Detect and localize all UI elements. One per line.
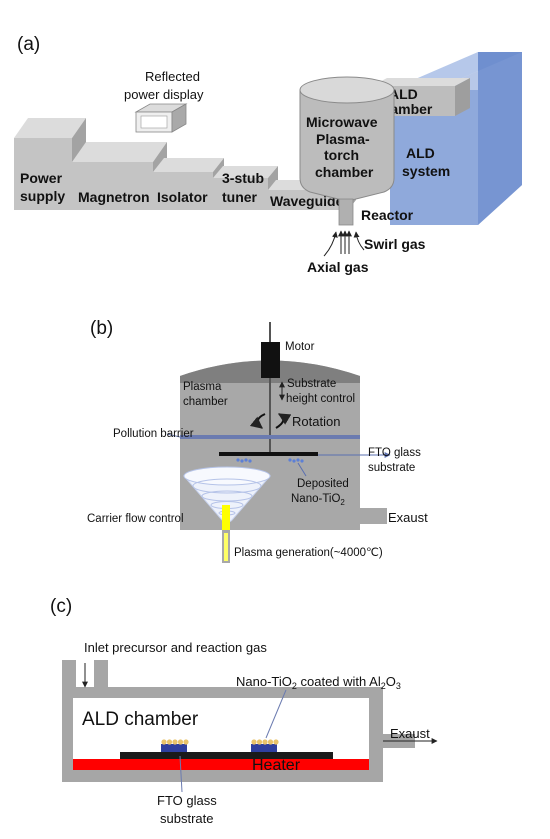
plasma-funnel — [183, 466, 271, 523]
ald-system-label-1: ALD — [406, 145, 435, 161]
panel-c-label: (c) — [50, 596, 72, 617]
power-supply-label-2: supply — [20, 188, 65, 204]
plasma-chamber-label-2: chamber — [183, 396, 228, 408]
swirl-gas-label: Swirl gas — [364, 236, 426, 252]
coated-tio2-left — [161, 739, 189, 752]
reactor-label: Reactor — [361, 207, 414, 223]
pollution-barrier — [180, 435, 360, 439]
exhaust-c-label: Exaust — [390, 726, 430, 741]
reflected-display-label-2: power display — [124, 87, 204, 102]
fto-c-label-2: substrate — [160, 811, 213, 826]
reflected-display-label-1: Reflected — [145, 69, 200, 84]
panel-a-label: (a) — [17, 34, 40, 55]
ald-system-box: ALD system — [390, 52, 522, 225]
substrate-holder — [219, 452, 318, 456]
coated-tio2-right — [251, 739, 279, 752]
plasma-torch-label-3: torch — [324, 147, 359, 163]
isolator-label: Isolator — [157, 189, 208, 205]
plasma-torch-label-4: chamber — [315, 164, 374, 180]
plasma-torch-label-1: Microwave — [306, 114, 378, 130]
plasma-torch-label-2: Plasma- — [316, 131, 370, 147]
axial-gas-label: Axial gas — [307, 259, 369, 275]
panel-c: (c) Inlet precursor and reaction gas ALD… — [50, 596, 438, 826]
heater-label: Heater — [252, 757, 301, 774]
plasma-flame — [222, 505, 230, 532]
height-control-label-2: height control — [286, 393, 355, 405]
deposited-leader — [297, 462, 307, 477]
coated-leader — [265, 689, 287, 739]
height-control-label-1: Substrate — [287, 378, 336, 390]
ald-chamber-c-label: ALD chamber — [82, 709, 199, 730]
waveguide-label: Waveguide — [270, 193, 344, 209]
ald-chamber-walls — [62, 660, 415, 782]
fto-c-leader — [179, 755, 183, 793]
fto-c-label-1: FTO glass — [157, 793, 217, 808]
coated-label: Nano-TiO2 coated with Al2O3 — [236, 674, 401, 691]
pollution-barrier-leader — [166, 433, 181, 438]
plasma-chamber-label-1: Plasma — [183, 381, 222, 393]
exhaust-pipe — [360, 508, 387, 524]
magnetron-box: Magnetron — [72, 142, 167, 210]
carrier-flow-label: Carrier flow control — [87, 513, 184, 525]
motor-label: Motor — [285, 341, 315, 353]
fto-label-1: FTO glass — [368, 447, 421, 459]
panel-b-label: (b) — [90, 318, 113, 339]
deposited-label-1: Deposited — [297, 478, 349, 490]
fto-label-2: substrate — [368, 462, 415, 474]
pollution-barrier-label: Pollution barrier — [113, 428, 194, 440]
panel-b: (b) Motor Substrate height control Plasm… — [87, 318, 428, 563]
ald-chamber-label-1: ALD — [389, 86, 418, 102]
rotation-arrows — [249, 413, 292, 429]
reflected-power-display: Reflected power display — [124, 69, 204, 133]
reactor-nozzle — [338, 198, 354, 226]
tuner-label-2: tuner — [222, 189, 258, 205]
tuner-label-1: 3-stub — [222, 170, 264, 186]
plasma-flame-core — [224, 533, 228, 561]
substrate-c — [120, 752, 333, 759]
deposited-label-2: Nano-TiO2 — [291, 493, 345, 507]
exhaust-b-label: Exaust — [388, 510, 428, 525]
ald-system-label-2: system — [402, 163, 450, 179]
deposited-particles — [236, 458, 304, 463]
heater — [73, 759, 369, 770]
panel-a: (a) ALD system ALD chamber Reflected pow… — [14, 34, 522, 275]
tuner-box: 3-stub tuner — [213, 166, 278, 210]
magnetron-label: Magnetron — [78, 189, 150, 205]
power-supply-label-1: Power — [20, 170, 63, 186]
motor — [261, 342, 280, 378]
gas-inlet-arrows — [323, 230, 365, 257]
plasma-torch-chamber: Microwave Plasma- torch chamber — [299, 76, 395, 201]
rotation-label: Rotation — [292, 414, 340, 429]
plasma-generation-label: Plasma generation(~4000℃) — [234, 547, 383, 559]
inlet-label: Inlet precursor and reaction gas — [84, 640, 267, 655]
